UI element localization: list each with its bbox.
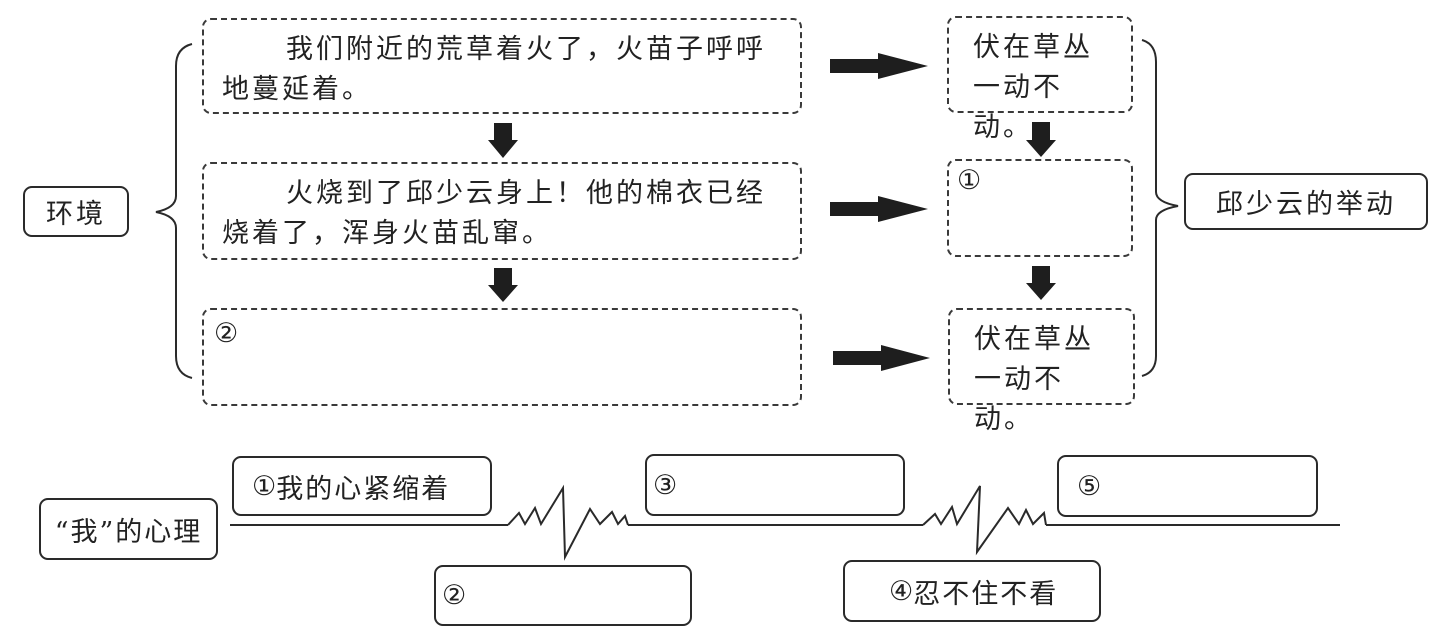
blank-number: ① xyxy=(957,165,982,196)
environment-event-1: 我们附近的荒草着火了，火苗子呼呼地蔓延着。 xyxy=(202,18,802,114)
stage-number: ③ xyxy=(653,469,678,501)
action-1: 伏在草丛一动不动。 xyxy=(947,16,1133,143)
down-arrow xyxy=(488,123,518,158)
environment-event-2: 火烧到了邱少云身上！他的棉衣已经烧着了，浑身火苗乱窜。 xyxy=(202,162,802,260)
event-text: 我们附近的荒草着火了，火苗子呼呼地蔓延着。 xyxy=(222,34,766,105)
stage-number: ⑤ xyxy=(1077,470,1102,502)
zigzag-1 xyxy=(507,484,629,561)
psychology-label-box: “我”的心理 xyxy=(39,498,218,560)
action-3: 伏在草丛一动不动。 xyxy=(948,308,1135,435)
zigzag-2 xyxy=(922,485,1047,556)
stage-number: ④ xyxy=(889,575,914,607)
psychology-stage-2-blank[interactable]: ② xyxy=(434,565,692,626)
down-arrow xyxy=(1026,122,1056,157)
down-arrow xyxy=(1026,266,1056,300)
right-brace xyxy=(1141,39,1179,377)
stage-number: ① xyxy=(252,470,277,502)
right-arrow xyxy=(830,196,928,222)
right-arrow xyxy=(830,53,928,79)
action-text: 伏在草丛一动不动。 xyxy=(974,324,1094,435)
event-text: 火烧到了邱少云身上！他的棉衣已经烧着了，浑身火苗乱窜。 xyxy=(222,178,766,249)
psychology-label: “我”的心理 xyxy=(54,516,203,548)
psychology-stage-5-blank[interactable]: ⑤ xyxy=(1057,455,1318,517)
environment-label: 环境 xyxy=(46,199,106,230)
left-brace xyxy=(155,43,193,379)
stage-text: 忍不住不看 xyxy=(913,578,1059,610)
actions-label: 邱少云的举动 xyxy=(1216,189,1396,220)
blank-number: ② xyxy=(214,318,239,349)
down-arrow xyxy=(488,268,518,302)
actions-label-box: 邱少云的举动 xyxy=(1184,173,1428,230)
right-arrow xyxy=(833,345,930,371)
psychology-stage-3-blank[interactable]: ③ xyxy=(645,454,905,516)
environment-label-box: 环境 xyxy=(23,186,129,237)
environment-event-3-blank[interactable]: ② xyxy=(202,308,802,406)
action-2-blank[interactable]: ① xyxy=(947,159,1133,257)
action-text: 伏在草丛一动不动。 xyxy=(973,32,1093,143)
stage-text: 我的心紧缩着 xyxy=(276,473,451,505)
stage-number: ② xyxy=(442,580,467,611)
